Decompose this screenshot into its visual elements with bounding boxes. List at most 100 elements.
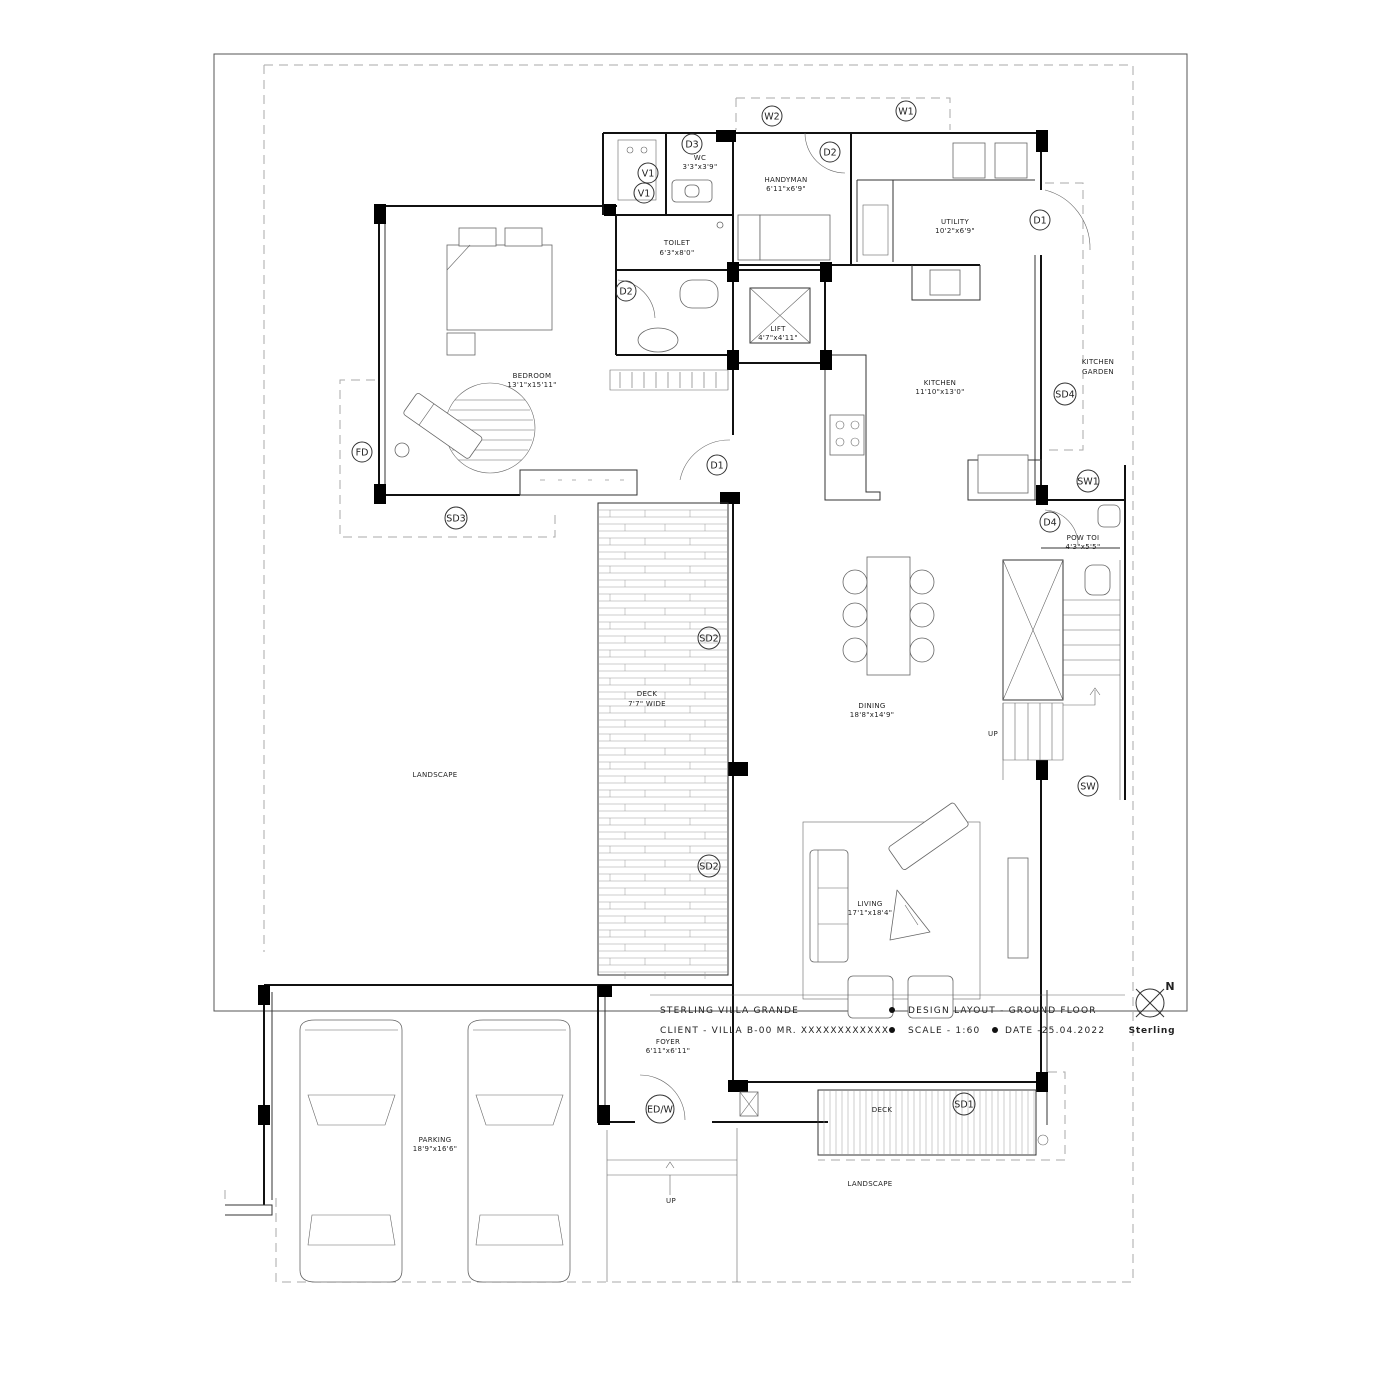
sheet-border xyxy=(213,53,1188,1012)
layout-title: DESIGN LAYOUT - GROUND FLOOR xyxy=(908,1006,1097,1016)
date-text: DATE -25.04.2022 xyxy=(1005,1026,1105,1036)
tag-fd: FD xyxy=(351,441,373,463)
entry-steps xyxy=(606,1091,1049,1282)
svg-text:W1: W1 xyxy=(898,107,913,118)
svg-text:D1: D1 xyxy=(710,461,723,472)
bedroom-label: BEDROOM xyxy=(513,372,552,380)
wc-size: 3'3"x3'9" xyxy=(683,163,718,171)
dining-chair xyxy=(842,602,868,628)
tag-sd2-upper: SD2 xyxy=(697,626,721,650)
tag-sd4: SD4 xyxy=(1053,382,1077,406)
bullet-3 xyxy=(992,1027,998,1033)
toilet-size: 6'3"x8'0" xyxy=(660,249,695,257)
tag-v1-upper: V1 xyxy=(637,162,659,184)
brand-name: Sterling xyxy=(1129,1026,1176,1036)
wc-fixtures xyxy=(617,139,713,203)
bedroom-rug xyxy=(394,382,536,474)
tag-d3: D3 xyxy=(681,133,703,155)
svg-text:D2: D2 xyxy=(619,287,632,298)
utility-label: UTILITY xyxy=(941,218,970,226)
dining-table xyxy=(842,556,935,676)
toilet-fixtures xyxy=(609,221,729,391)
utility-fixtures xyxy=(856,142,1035,262)
stair-up-note: UP xyxy=(988,730,998,738)
svg-text:SD3: SD3 xyxy=(446,514,465,525)
title-block: STERLING VILLA GRANDE CLIENT - VILLA B-0… xyxy=(650,980,1175,1036)
svg-text:SD4: SD4 xyxy=(1055,390,1074,401)
deck-side-size: 7'7" WIDE xyxy=(628,700,666,708)
kitchen-garden-label-2: GARDEN xyxy=(1082,368,1114,376)
dining-label: DINING xyxy=(858,702,885,710)
living-size: 17'1"x18'4" xyxy=(848,909,892,917)
project-name: STERLING VILLA GRANDE xyxy=(660,1006,799,1016)
dining-size: 18'8"x14'9" xyxy=(850,711,894,719)
north-label: N xyxy=(1165,980,1174,993)
tag-w1: W1 xyxy=(895,100,917,122)
staircase xyxy=(1002,559,1121,800)
dining-chair xyxy=(909,637,935,663)
site-boundary xyxy=(224,64,1134,1283)
tag-v1-lower: V1 xyxy=(633,182,655,204)
kitchen-garden-label-1: KITCHEN xyxy=(1082,358,1114,366)
kitchen-size: 11'10"x13'0" xyxy=(915,388,964,396)
living-furniture xyxy=(802,802,1029,1019)
lift-size: 4'7"x4'11" xyxy=(758,334,798,342)
lift-cabin xyxy=(749,287,811,344)
svg-text:SD1: SD1 xyxy=(954,1100,973,1111)
tag-sd1: SD1 xyxy=(952,1092,976,1116)
wc-label: WC xyxy=(694,154,706,162)
foyer-label: FOYER xyxy=(656,1038,680,1046)
dining-chair xyxy=(909,569,935,595)
bedroom-size: 13'1"x15'11" xyxy=(507,381,556,389)
svg-text:D4: D4 xyxy=(1043,518,1056,529)
door-window-tags: W2 W1 D3 V1 V1 D2 D1 D2 FD D1 SD3 SD4 SW… xyxy=(351,100,1100,1124)
living-label: LIVING xyxy=(857,900,882,908)
bullet-1 xyxy=(889,1007,895,1013)
svg-text:ED/W: ED/W xyxy=(647,1105,674,1116)
toilet-label: TOILET xyxy=(663,239,691,247)
tag-d4: D4 xyxy=(1039,511,1061,533)
svg-text:FD: FD xyxy=(356,448,369,459)
pow-toi-size: 4'3"x5'5" xyxy=(1066,543,1101,551)
side-deck xyxy=(597,502,729,979)
client-line: CLIENT - VILLA B-00 MR. XXXXXXXXXXXX xyxy=(660,1026,889,1036)
scale-text: SCALE - 1:60 xyxy=(908,1026,980,1036)
car-right xyxy=(467,1019,571,1283)
tag-sd2-lower: SD2 xyxy=(697,854,721,878)
tag-d1-utility: D1 xyxy=(1029,209,1051,231)
dining-chair xyxy=(842,569,868,595)
svg-text:D1: D1 xyxy=(1033,216,1046,227)
tag-d2-toilet: D2 xyxy=(615,280,637,302)
svg-text:SW: SW xyxy=(1080,782,1096,793)
lift-label: LIFT xyxy=(770,325,786,333)
landscape-bottom-label: LANDSCAPE xyxy=(848,1180,893,1188)
svg-text:W2: W2 xyxy=(764,112,779,123)
svg-text:V1: V1 xyxy=(642,169,655,180)
svg-text:SW1: SW1 xyxy=(1077,477,1098,488)
north-arrow xyxy=(1135,988,1165,1018)
pow-toi-fixtures xyxy=(1084,504,1121,596)
kitchen-label: KITCHEN xyxy=(924,379,956,387)
deck-front-label: DECK xyxy=(872,1106,893,1114)
foyer-size: 6'11"x6'11" xyxy=(646,1047,690,1055)
parking-label: PARKING xyxy=(419,1136,452,1144)
handyman-fixtures xyxy=(737,214,831,261)
utility-size: 10'2"x6'9" xyxy=(935,227,975,235)
car-left xyxy=(299,1019,403,1283)
bed xyxy=(446,227,553,356)
tag-sw1: SW1 xyxy=(1076,469,1100,493)
handyman-label: HANDYMAN xyxy=(764,176,807,184)
dining-chair xyxy=(909,602,935,628)
handyman-size: 6'11"x6'9" xyxy=(766,185,806,193)
bullet-2 xyxy=(889,1027,895,1033)
tag-d1-bedroom: D1 xyxy=(706,454,728,476)
tag-sd3: SD3 xyxy=(444,506,468,530)
room-labels: BEDROOM 13'1"x15'11" TOILET 6'3"x8'0" WC… xyxy=(413,154,1114,1205)
tag-w2: W2 xyxy=(761,105,783,127)
tag-d2-handyman: D2 xyxy=(819,141,841,163)
kitchen-fixtures xyxy=(829,265,1029,494)
entry-up-note: UP xyxy=(666,1197,676,1205)
svg-text:D2: D2 xyxy=(823,148,836,159)
svg-text:V1: V1 xyxy=(638,189,651,200)
svg-text:SD2: SD2 xyxy=(699,862,718,873)
